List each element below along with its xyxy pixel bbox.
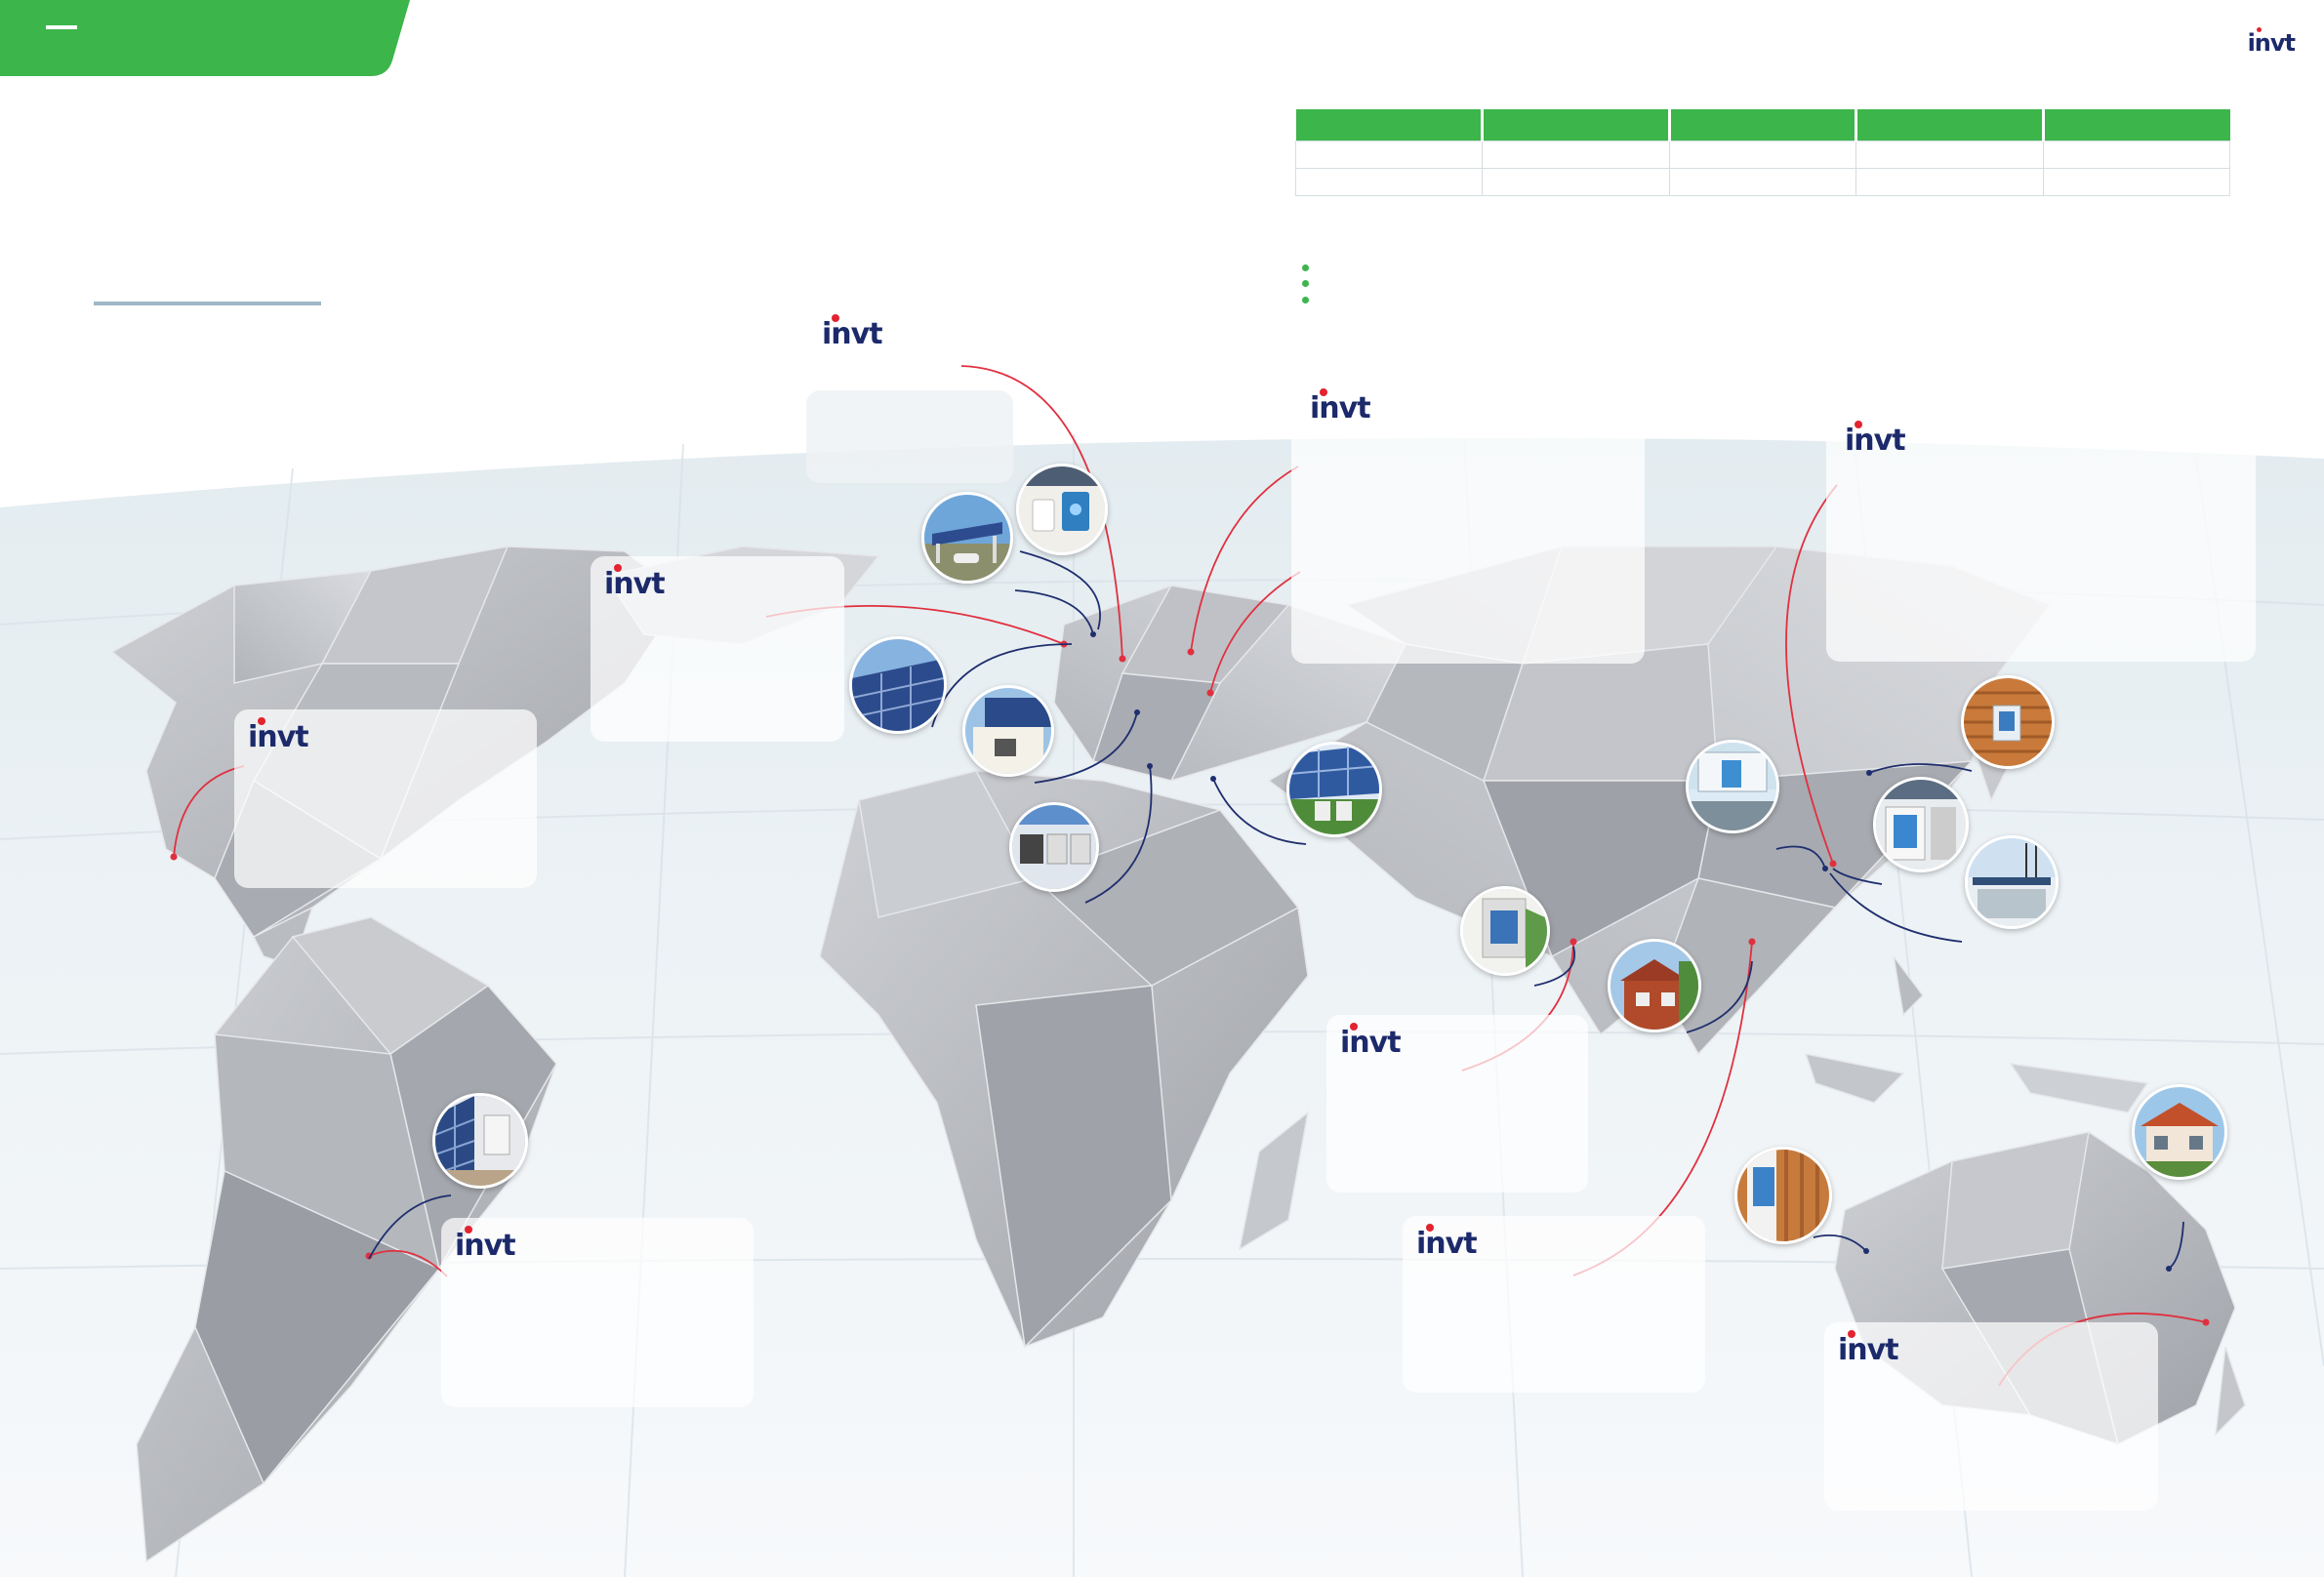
connector-line (173, 765, 245, 858)
brand-logo: invt (604, 564, 666, 599)
connector-line (1212, 778, 1307, 845)
map-marker (1147, 763, 1153, 769)
map-marker (1206, 689, 1214, 697)
table-row (1294, 168, 2231, 196)
header-dash (46, 25, 77, 29)
brand-logo: invt (1845, 421, 1906, 456)
map-marker (2202, 1318, 2210, 1326)
table-header-cell (1855, 109, 2045, 142)
brand-logo: invt (1838, 1330, 1899, 1365)
brand-logo: invt (248, 717, 309, 752)
connector-line (1209, 571, 1301, 694)
connector-line (1190, 465, 1299, 653)
connector-line (1832, 868, 1883, 885)
header-tab (0, 0, 410, 76)
map-marker (1119, 655, 1126, 663)
map-marker (1822, 866, 1828, 871)
map-marker (1829, 860, 1837, 868)
table-header-cell (1295, 109, 1485, 142)
brand-logo: invt (455, 1226, 516, 1261)
connector-line (1084, 765, 1153, 904)
connector-line (1813, 1233, 1867, 1252)
map-marker (1866, 770, 1872, 776)
connector-line (1686, 960, 1753, 1033)
project-card: invt (1824, 1322, 2158, 1511)
connector-line (1868, 763, 1973, 774)
project-photo (1009, 802, 1099, 892)
connector-line (368, 1194, 452, 1260)
brand-logo: invt (1416, 1224, 1478, 1259)
project-photo (1286, 742, 1382, 837)
connector-line (1829, 872, 1963, 943)
table-header-cell (2043, 109, 2230, 142)
navy-marker-dots (1090, 631, 2172, 1272)
title-underline (94, 302, 321, 305)
bullet-dot (1302, 280, 1309, 287)
project-photo (1016, 464, 1108, 555)
table-cell (1668, 168, 1857, 196)
table-cell (1294, 141, 1484, 169)
project-card: invt (234, 709, 537, 888)
project-photo (1608, 939, 1701, 1032)
brand-logo: invt (2247, 27, 2296, 57)
table-cell (2042, 168, 2231, 196)
project-card (1291, 392, 1645, 664)
project-card (1826, 429, 2256, 662)
project-card: invt (591, 556, 844, 742)
connector-line (1533, 946, 1575, 987)
project-photo (2132, 1084, 2227, 1180)
project-photo (432, 1093, 528, 1189)
project-photo (1873, 777, 1969, 872)
table-header-cell (1669, 109, 1858, 142)
map-marker (2166, 1266, 2172, 1272)
table-cell (1294, 168, 1484, 196)
red-marker-dots (170, 640, 2210, 1326)
map-marker (1748, 938, 1756, 946)
project-photo (962, 685, 1054, 777)
project-photo (921, 492, 1013, 584)
connector-line (960, 365, 1123, 660)
bullet-dot (1302, 297, 1309, 303)
brand-logo: invt (1340, 1023, 1402, 1058)
connector-line (368, 1249, 448, 1277)
project-photo (1686, 740, 1779, 833)
map-marker (170, 853, 178, 861)
project-photo (1965, 835, 2059, 929)
connector-line (1775, 845, 1826, 869)
map-marker (1570, 938, 1577, 946)
project-card: invt (1403, 1216, 1705, 1393)
brand-logo: invt (822, 314, 883, 349)
table-header-cell (1482, 109, 1671, 142)
project-photo (1961, 675, 2055, 769)
table-cell (1855, 168, 2044, 196)
table-header-row (1295, 109, 2230, 142)
project-card (806, 390, 1013, 483)
map-marker (1090, 631, 1096, 637)
project-photo (849, 636, 947, 734)
map-marker (1210, 776, 1216, 782)
project-photo (1460, 886, 1550, 976)
map-marker (1187, 648, 1195, 656)
map-marker (1863, 1248, 1869, 1254)
project-photo (1734, 1147, 1832, 1244)
connector-line (1014, 589, 1094, 635)
spec-table (1294, 109, 2231, 196)
navy-connectors (368, 550, 2184, 1270)
bullet-dot (1302, 264, 1309, 271)
connector-line (1019, 550, 1101, 630)
connector-line (1785, 484, 1838, 865)
project-card: invt (441, 1218, 754, 1407)
brand-logo: invt (1310, 388, 1371, 424)
project-card: invt (1326, 1015, 1588, 1193)
connector-line (1034, 711, 1138, 784)
map-marker (1134, 709, 1140, 715)
